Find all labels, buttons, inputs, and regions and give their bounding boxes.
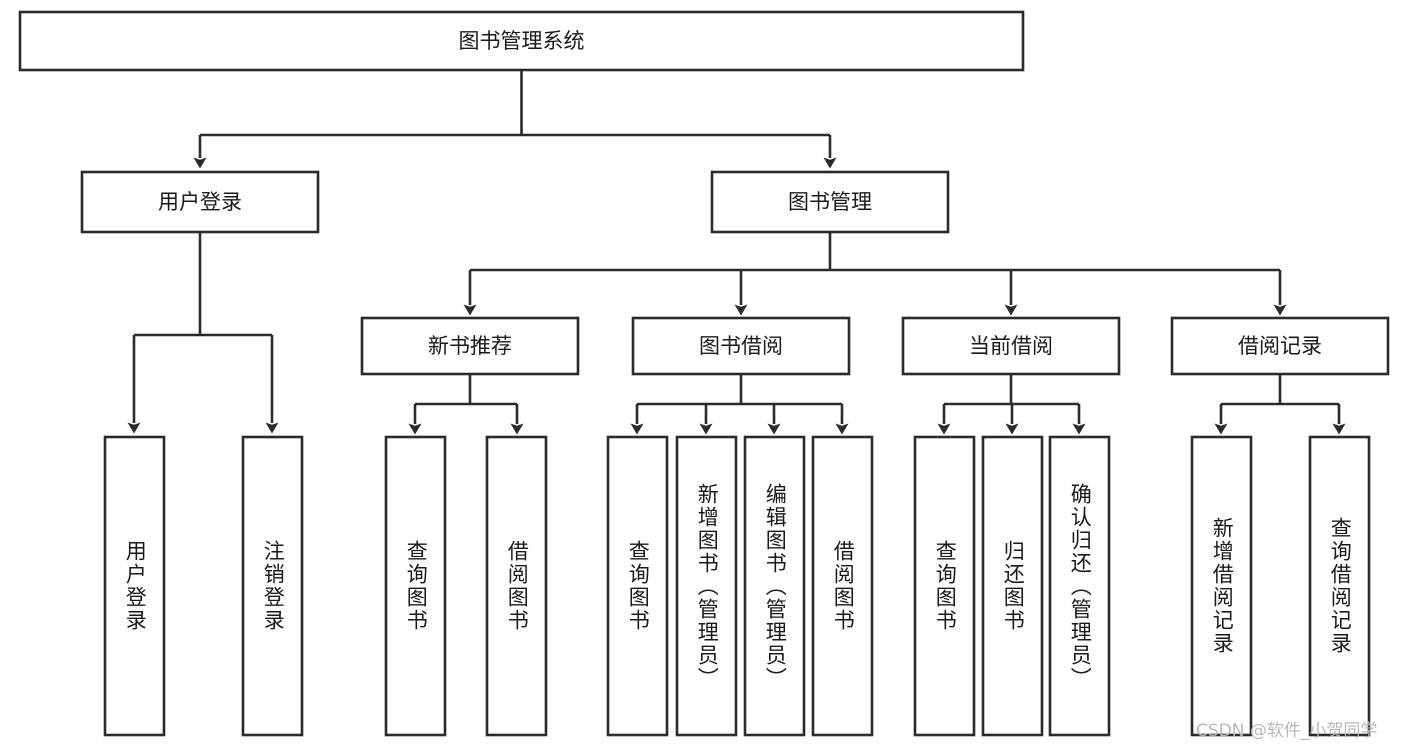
node-box-leaf-add-record[interactable] <box>1190 435 1253 737</box>
csdn-watermark: CSDN @软件_小贺同学 <box>1196 721 1378 741</box>
node-label-borrow-record: 借阅记录 <box>1238 334 1322 358</box>
node-box-leaf-query-book-borrow[interactable] <box>606 435 669 737</box>
node-label-root: 图书管理系统 <box>459 29 585 53</box>
node-box-leaf-borrow-book[interactable] <box>811 435 874 737</box>
node-boxes <box>18 10 1390 737</box>
connector-edges <box>127 70 1346 435</box>
node-box-leaf-add-book[interactable] <box>675 435 738 737</box>
node-label-user-login: 用户登录 <box>158 190 242 214</box>
node-box-leaf-borrow-book-rec[interactable] <box>485 435 548 737</box>
node-box-leaf-return-book[interactable] <box>981 435 1044 737</box>
node-box-leaf-query-record[interactable] <box>1308 435 1371 737</box>
node-box-current-borrow[interactable] <box>901 316 1121 376</box>
node-box-leaf-query-book-rec[interactable] <box>384 435 447 737</box>
node-label-book-manage: 图书管理 <box>788 190 872 214</box>
node-box-root[interactable] <box>18 10 1025 72</box>
node-label-book-borrow: 图书借阅 <box>699 334 783 358</box>
node-box-leaf-confirm-return[interactable] <box>1048 435 1111 737</box>
node-labels: 图书管理系统 用户登录 图书管理 新书推荐 图书借阅 当前借阅 借阅记录 <box>158 29 1322 358</box>
node-box-leaf-user-logout[interactable] <box>241 435 304 737</box>
node-label-new-book-rec: 新书推荐 <box>428 334 512 358</box>
node-box-new-book-rec[interactable] <box>360 316 580 376</box>
node-box-user-login[interactable] <box>80 170 320 234</box>
node-box-leaf-query-book-cur[interactable] <box>913 435 976 737</box>
node-label-current-borrow: 当前借阅 <box>969 334 1053 358</box>
node-box-leaf-edit-book[interactable] <box>743 435 806 737</box>
node-box-leaf-user-login[interactable] <box>103 435 166 737</box>
